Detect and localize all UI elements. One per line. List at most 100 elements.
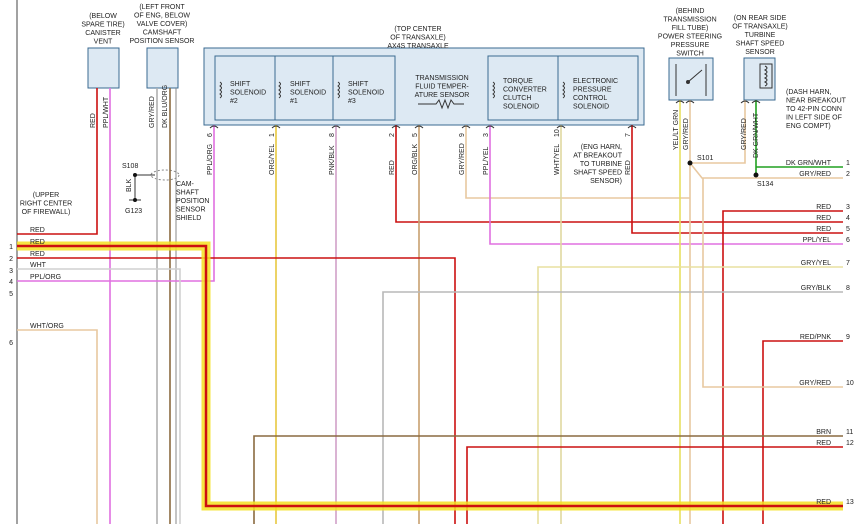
blk-label: BLK — [126, 178, 133, 192]
left-connector-wire-label: RED — [30, 239, 45, 246]
ps-wire-label: GRY/RED — [683, 118, 690, 150]
right-connector-pin-number: 3 — [846, 204, 850, 211]
wires — [17, 88, 843, 524]
left-connector-wire-label: RED — [30, 227, 45, 234]
turbine-wire-label: GRY/RED — [741, 118, 748, 150]
solenoid-label: SHIFT — [230, 81, 251, 88]
eng-harn-note: (ENG HARN, — [581, 144, 622, 151]
cam-sensor-label: CAMSHAFT — [143, 30, 182, 37]
solenoid-label: SOLENOID — [573, 104, 609, 111]
canister-vent-label: SPARE TIRE) — [81, 22, 124, 29]
s108-label: S108 — [122, 163, 138, 170]
solenoid-label: TRANSMISSION — [415, 75, 468, 82]
canister-vent-label: (BELOW — [89, 13, 117, 20]
right-connector-pin-number: 11 — [846, 429, 853, 436]
solenoid-label: SOLENOID — [290, 90, 326, 97]
right-connector-pin-number: 7 — [846, 260, 850, 267]
left-connector-pin-number: 1 — [9, 244, 13, 251]
upper-right-note: (UPPER — [33, 192, 59, 199]
dash-harn-note: (DASH HARN, — [786, 89, 832, 96]
transaxle-wire-label: ORG/YEL — [269, 144, 276, 175]
left-connector-wire-label: RED — [30, 251, 45, 258]
cam-sensor-label: OF ENG, BELOW — [134, 13, 190, 20]
ps-switch-label: TRANSMISSION — [663, 17, 716, 24]
right-connector-wire-label: RED — [816, 215, 831, 222]
upper-right-note: RIGHT CENTER — [20, 201, 72, 208]
right-connector-wire-label: RED — [816, 204, 831, 211]
switch-icon — [675, 64, 707, 96]
eng-harn-note: SHAFT SPEED — [574, 170, 623, 177]
coil-icons — [219, 63, 773, 99]
solenoid-label: ATURE SENSOR — [415, 92, 470, 99]
cam-sensor-box — [146, 47, 179, 89]
ps-switch-label: FILL TUBE) — [672, 25, 709, 32]
cam-sensor-label: VALVE COVER) — [137, 21, 188, 28]
ps-switch-label: SWITCH — [676, 51, 704, 58]
dash-harn-note: IN LEFT SIDE OF — [786, 115, 842, 122]
left-connector-wire-label: WHT/ORG — [30, 323, 64, 330]
left-connector-pin-number: 2 — [9, 256, 13, 263]
transaxle-wire-label: GRY/RED — [459, 143, 466, 175]
left-connector-wire-label: WHT — [30, 262, 47, 269]
right-connector-pin-number: 13 — [846, 499, 854, 506]
canister-vent-label: VENT — [94, 39, 113, 46]
shield-note: SHIELD — [176, 215, 201, 222]
transaxle-label: OF TRANSAXLE) — [390, 35, 446, 42]
solenoid-label: PRESSURE — [573, 87, 612, 94]
solenoid-label: SOLENOID — [348, 90, 384, 97]
cam-sensor-label: (LEFT FRONT — [139, 4, 185, 11]
right-connector-wire-label: PPL/YEL — [803, 237, 832, 244]
clutch-group-box — [487, 55, 639, 121]
left-connector-wire-label: PPL/ORG — [30, 274, 61, 281]
right-connector-wire-label: DK GRN/WHT — [786, 160, 832, 167]
dash-harn-note: ENG COMPT) — [786, 123, 831, 130]
transaxle-wire-label: PPL/YEL — [483, 146, 490, 175]
connector-pins — [209, 100, 761, 129]
solenoid-label: SOLENOID — [503, 104, 539, 111]
turbine-sensor-label: SENSOR — [745, 49, 775, 56]
solenoid-label: SHIFT — [290, 81, 311, 88]
transaxle-wire-label: PPL/ORG — [207, 144, 214, 175]
shield-note: CAM- — [176, 181, 195, 188]
ps-switch-label: (BEHIND — [676, 8, 705, 15]
right-connector-pin-number: 1 — [846, 160, 850, 167]
turbine-sensor-label: (ON REAR SIDE — [734, 15, 787, 22]
solenoid-label: TORQUE — [503, 78, 533, 85]
shield-note: POSITION — [176, 198, 209, 205]
cam-sensor-label: POSITION SENSOR — [130, 38, 195, 45]
right-connector-wire-label: GRY/RED — [799, 380, 831, 387]
left-connector-pin-number: 3 — [9, 268, 13, 275]
right-connector-wire-label: GRY/BLK — [801, 285, 832, 292]
right-connector-wire-label: RED — [816, 226, 831, 233]
right-connector-pin-number: 5 — [846, 226, 850, 233]
dash-harn-note: TO 42-PIN CONN — [786, 106, 842, 113]
transaxle-wire-label: ORG/BLK — [412, 144, 419, 175]
right-connector-wire-label: GRY/RED — [799, 171, 831, 178]
right-connector-wire-label: GRY/YEL — [801, 260, 831, 267]
right-connector-pin-number: 2 — [846, 171, 850, 178]
highlighted-wire — [17, 244, 843, 508]
transaxle-wire-label: WHT/YEL — [554, 144, 561, 175]
eng-harn-note: TO TURBINE — [580, 161, 622, 168]
dash-harn-note: NEAR BREAKOUT — [786, 98, 847, 105]
transaxle-wire-label: RED — [389, 160, 396, 175]
highlighted-wire-glow — [17, 241, 843, 511]
transaxle-label: AX4S TRANSAXLE — [387, 43, 449, 50]
s134-label: S134 — [757, 181, 773, 188]
transaxle-pin-number: 3 — [483, 133, 490, 137]
wire-color-label: RED — [90, 113, 97, 128]
shield-note: SHAFT — [176, 190, 200, 197]
right-connector-pin-number: 4 — [846, 215, 850, 222]
turbine-sensor-label: SHAFT SPEED — [736, 41, 785, 48]
solenoid-label: #3 — [348, 98, 356, 105]
transaxle-pin-number: 1 — [269, 133, 276, 137]
solenoid-label: SHIFT — [348, 81, 369, 88]
eng-harn-note: SENSOR) — [590, 178, 622, 185]
left-connector-pin-number: 4 — [9, 279, 13, 286]
turbine-sensor-label: OF TRANSAXLE) — [732, 24, 788, 31]
ps-wire-label: YEL/LT GRN — [673, 110, 680, 150]
transaxle-wire-label: RED — [625, 160, 632, 175]
right-connector-wire-label: RED — [816, 440, 831, 447]
canister-vent-label: CANISTER — [85, 30, 120, 37]
